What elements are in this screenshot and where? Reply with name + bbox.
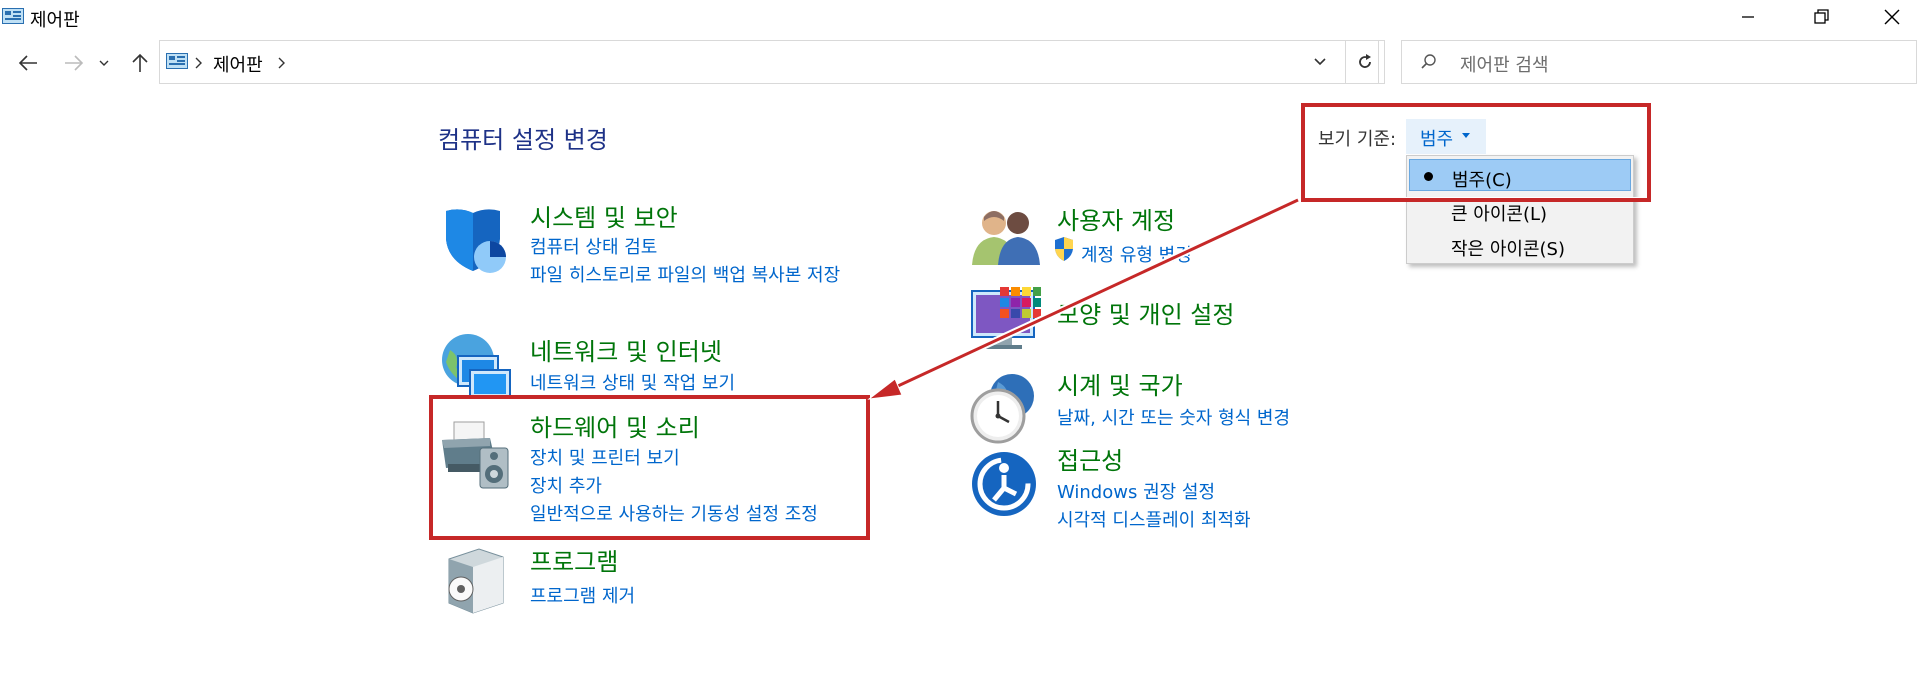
hardware-printer-speaker-icon[interactable] [440, 420, 512, 490]
category-hardware-sound[interactable]: 하드웨어 및 소리 [530, 414, 700, 442]
recent-locations-button[interactable] [96, 47, 112, 79]
search-icon [1421, 54, 1436, 69]
refresh-button[interactable] [1345, 40, 1385, 84]
system-security-shield-icon[interactable] [440, 205, 510, 275]
category-clock-region[interactable]: 시계 및 국가 [1057, 372, 1183, 400]
ease-of-access-icon[interactable] [970, 450, 1038, 518]
menu-item-category[interactable]: 범주(C) [1409, 159, 1631, 191]
view-by-label: 보기 기준: [1318, 129, 1397, 150]
link-windows-recommended-settings[interactable]: Windows 권장 설정 [1057, 482, 1216, 503]
chevron-down-icon [99, 60, 109, 66]
back-button[interactable] [14, 47, 42, 79]
category-user-accounts[interactable]: 사용자 계정 [1057, 207, 1176, 235]
breadcrumb-control-panel[interactable]: 제어판 [213, 55, 263, 76]
link-date-time-number-format[interactable]: 날짜, 시간 또는 숫자 형식 변경 [1057, 408, 1291, 429]
link-optimize-visual-display[interactable]: 시각적 디스플레이 최적화 [1057, 510, 1251, 531]
search-box[interactable]: 제어판 검색 [1401, 40, 1917, 84]
minimize-icon [1742, 16, 1754, 18]
link-file-history-backup[interactable]: 파일 히스토리로 파일의 백업 복사본 저장 [530, 265, 841, 286]
menu-item-small-icons[interactable]: 작은 아이콘(S) [1409, 229, 1631, 261]
link-review-computer-status[interactable]: 컴퓨터 상태 검토 [530, 237, 658, 258]
category-system-security[interactable]: 시스템 및 보안 [530, 204, 678, 232]
category-ease-of-access[interactable]: 접근성 [1057, 447, 1124, 475]
page-title: 컴퓨터 설정 변경 [438, 126, 608, 154]
close-icon [1884, 9, 1900, 25]
link-devices-printers[interactable]: 장치 및 프린터 보기 [530, 448, 680, 469]
programs-box-disc-icon[interactable] [445, 545, 507, 615]
view-by-menu: 범주(C) 큰 아이콘(L) 작은 아이콘(S) [1406, 155, 1634, 264]
view-by-dropdown[interactable]: 범주 [1406, 119, 1486, 154]
address-history-dropdown[interactable] [1305, 42, 1335, 82]
restore-button[interactable] [1792, 0, 1852, 34]
user-accounts-icon[interactable] [970, 205, 1042, 267]
control-panel-icon [2, 8, 24, 24]
refresh-icon [1359, 54, 1371, 68]
view-by-value: 범주 [1420, 129, 1454, 150]
radio-bullet-icon [1424, 172, 1433, 181]
link-uninstall-program[interactable]: 프로그램 제거 [530, 586, 636, 607]
menu-item-label: 큰 아이콘(L) [1451, 204, 1548, 225]
forward-button[interactable] [60, 47, 88, 79]
chevron-right-icon[interactable] [277, 56, 287, 70]
restore-icon [1814, 9, 1829, 24]
clock-region-icon[interactable] [966, 372, 1040, 444]
link-network-status[interactable]: 네트워크 상태 및 작업 보기 [530, 373, 736, 394]
chevron-down-icon [1314, 58, 1326, 66]
menu-item-label: 범주(C) [1452, 170, 1512, 191]
up-button[interactable] [126, 47, 154, 79]
search-placeholder[interactable]: 제어판 검색 [1460, 55, 1549, 76]
category-network-internet[interactable]: 네트워크 및 인터넷 [530, 338, 722, 366]
menu-item-label: 작은 아이콘(S) [1451, 239, 1565, 260]
network-globe-monitor-icon[interactable] [440, 330, 512, 402]
link-mobility-settings[interactable]: 일반적으로 사용하는 기동성 설정 조정 [530, 504, 818, 525]
annotation-box-view-by [1301, 103, 1651, 202]
minimize-button[interactable] [1718, 0, 1778, 34]
address-bar[interactable]: 제어판 [159, 40, 1379, 84]
up-arrow-icon [132, 53, 148, 72]
annotation-box-hardware-sound [429, 395, 870, 540]
menu-item-large-icons[interactable]: 큰 아이콘(L) [1409, 194, 1631, 226]
control-panel-icon [166, 53, 188, 69]
uac-shield-icon [1055, 237, 1073, 261]
link-add-device[interactable]: 장치 추가 [530, 476, 602, 497]
back-arrow-icon [18, 55, 37, 71]
close-button[interactable] [1862, 0, 1920, 34]
title-bar: 제어판 [0, 0, 1920, 37]
caret-down-icon [1462, 133, 1470, 138]
window-title: 제어판 [30, 10, 80, 31]
category-programs[interactable]: 프로그램 [530, 548, 619, 576]
appearance-personalization-icon[interactable] [970, 285, 1042, 355]
chevron-right-icon[interactable] [194, 56, 204, 70]
category-appearance-personalization[interactable]: 모양 및 개인 설정 [1057, 301, 1235, 329]
forward-arrow-icon [65, 55, 84, 71]
